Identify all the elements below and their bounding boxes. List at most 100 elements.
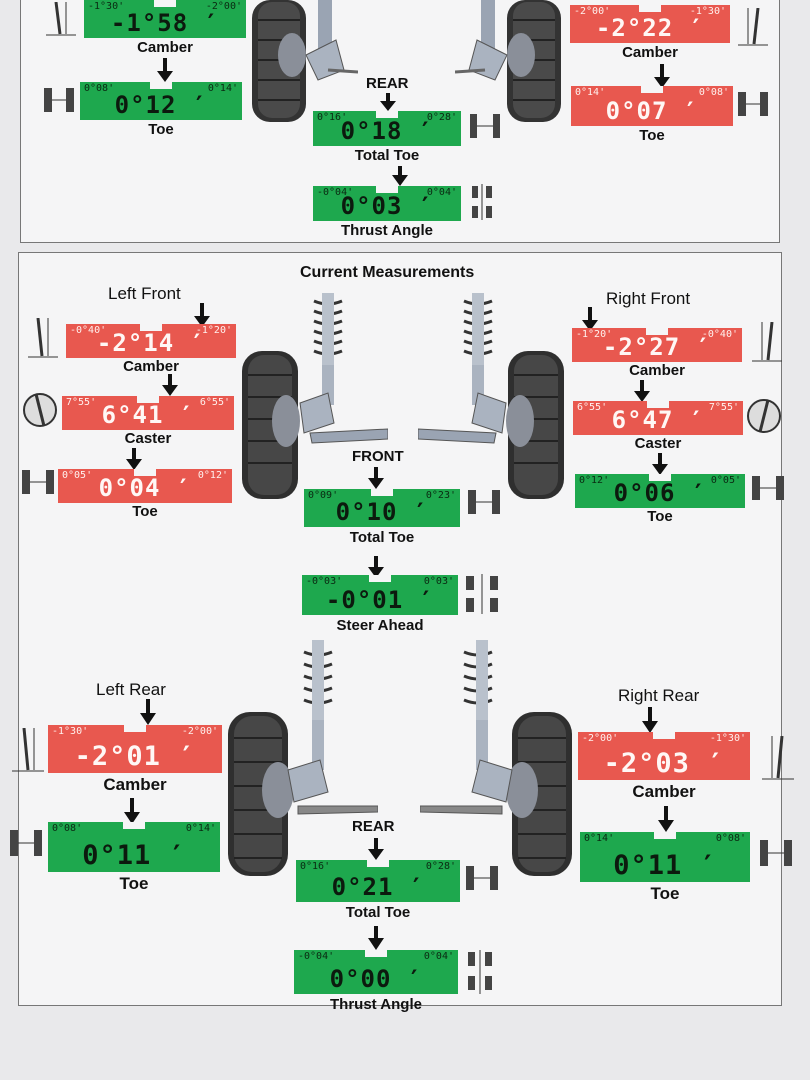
measured-value: -0°01 ′	[325, 586, 435, 614]
caster-diagram-icon	[23, 393, 57, 427]
panel-title: Current Measurements	[300, 264, 475, 281]
down-arrow-icon	[124, 448, 144, 470]
gauge-caption: Camber	[123, 358, 179, 375]
max-limit: 7°55'	[708, 402, 739, 413]
steer-ahead-gauge: -0°03' 0°03' -0°01 ′ Steer Ahead	[302, 575, 458, 634]
down-arrow-icon	[378, 93, 398, 111]
min-limit: 0°12'	[579, 475, 610, 486]
rr-toe-gauge: 0°14' 0°08' 0°11 ′ Toe	[580, 832, 750, 903]
gauge-caption: Toe	[647, 508, 673, 525]
max-limit: 0°28'	[425, 861, 456, 872]
camber-diagram-icon	[46, 2, 76, 36]
rear-total-toe-gauge: 0°16' 0°28' 0°21 ′ Total Toe	[296, 860, 460, 921]
down-arrow-icon	[366, 467, 386, 489]
min-limit: 0°14'	[575, 87, 606, 98]
max-limit: -2°00'	[205, 1, 242, 12]
right-rear-label: Right Rear	[618, 686, 700, 705]
down-arrow-icon	[138, 699, 158, 725]
gauge-caption: Steer Ahead	[336, 617, 424, 634]
down-arrow-icon	[122, 798, 142, 824]
lf-camber-gauge: -0°40' -1°20' -2°14 ′ Camber	[66, 324, 236, 375]
gauge-caption: Total Toe	[345, 904, 411, 921]
thrust-angle-diagram-icon	[472, 184, 492, 220]
down-arrow-icon	[632, 380, 652, 402]
measured-value: 6°41 ′	[101, 401, 195, 429]
right-front-label: Right Front	[606, 289, 691, 308]
total-toe-diagram-icon	[466, 866, 498, 890]
max-limit: 0°12'	[197, 470, 228, 481]
min-limit: -1°20'	[576, 329, 613, 340]
down-arrow-icon	[652, 64, 672, 88]
max-limit: 0°14'	[185, 823, 216, 834]
camber-diagram-icon	[12, 728, 44, 772]
min-limit: 0°08'	[84, 83, 115, 94]
down-arrow-icon	[390, 166, 410, 186]
lf-caster-gauge: 7°55' 6°55' 6°41 ′ Caster	[62, 396, 234, 447]
min-limit: -0°04'	[317, 187, 354, 198]
measured-value: 0°10 ′	[335, 498, 429, 526]
front-right-suspension-graphic	[418, 293, 564, 499]
max-limit: 0°04'	[423, 951, 454, 962]
camber-diagram-icon	[738, 8, 768, 46]
gauge-caption: Camber	[137, 39, 193, 56]
max-limit: -1°30'	[689, 6, 726, 17]
gauge-caption: Thrust Angle	[341, 222, 433, 239]
down-arrow-icon	[366, 556, 386, 578]
max-limit: -1°30'	[709, 733, 746, 744]
measured-value: 0°04 ′	[98, 474, 192, 502]
measured-value: 0°07 ′	[605, 97, 699, 125]
prev-right-toe-gauge: 0°14' 0°08' 0°07 ′ Toe	[571, 86, 733, 144]
measured-value: 0°12 ′	[114, 91, 208, 119]
left-front-label: Left Front	[108, 284, 181, 303]
gauge-caption: Caster	[124, 430, 172, 447]
rear-left-suspension-graphic	[252, 0, 358, 122]
rf-camber-gauge: -1°20' -0°40' -2°27 ′ Camber	[572, 328, 742, 379]
measured-value: 0°21 ′	[331, 873, 425, 901]
measured-value: -2°27 ′	[602, 333, 712, 361]
min-limit: 0°16'	[300, 861, 331, 872]
max-limit: -2°00'	[181, 726, 218, 737]
min-limit: 6°55'	[577, 402, 608, 413]
toe-diagram-icon	[760, 840, 792, 866]
gauge-caption: Caster	[634, 435, 682, 452]
max-limit: -0°40'	[701, 329, 738, 340]
max-limit: 0°28'	[426, 112, 457, 123]
min-limit: 0°14'	[584, 833, 615, 844]
measured-value: 0°11 ′	[82, 840, 186, 871]
gauge-caption: Camber	[103, 775, 167, 794]
measured-value: 6°47 ′	[611, 406, 705, 434]
front-total-toe-gauge: 0°09' 0°23' 0°10 ′ Total Toe	[304, 489, 460, 546]
min-limit: 0°05'	[62, 470, 93, 481]
gauge-caption: Total Toe	[354, 147, 420, 164]
lf-toe-gauge: 0°05' 0°12' 0°04 ′ Toe	[58, 469, 232, 520]
prev-left-toe-gauge: 0°08' 0°14' 0°12 ′ Toe	[80, 82, 242, 138]
front-left-suspension-graphic	[242, 293, 388, 499]
max-limit: 0°04'	[426, 187, 457, 198]
down-arrow-icon	[580, 307, 600, 331]
gauge-caption: Total Toe	[349, 529, 415, 546]
camber-diagram-icon	[752, 322, 782, 362]
max-limit: 0°08'	[698, 87, 729, 98]
lr-camber-gauge: -1°30' -2°00' -2°01 ′ Camber	[48, 725, 222, 794]
rf-caster-gauge: 6°55' 7°55' 6°47 ′ Caster	[573, 401, 743, 452]
min-limit: -2°00'	[582, 733, 619, 744]
gauge-caption: Camber	[632, 782, 696, 801]
min-limit: -0°40'	[70, 325, 107, 336]
prev-rear-axle-label: REAR	[366, 75, 409, 92]
toe-diagram-icon	[22, 470, 54, 494]
gauge-caption: Thrust Angle	[330, 996, 422, 1013]
rr-camber-gauge: -2°00' -1°30' -2°03 ′ Camber	[578, 732, 750, 801]
gauge-caption: Toe	[148, 121, 174, 138]
measured-value: 0°06 ′	[613, 479, 707, 507]
total-toe-diagram-icon	[468, 490, 500, 514]
down-arrow-icon	[640, 707, 660, 733]
prev-right-camber-gauge: -2°00' -1°30' -2°22 ′ Camber	[570, 5, 730, 61]
prev-thrust-angle-gauge: -0°04' 0°04' 0°03 ′ Thrust Angle	[313, 186, 461, 239]
down-arrow-icon	[366, 926, 386, 950]
gauge-caption: Toe	[650, 884, 680, 903]
measured-value: -2°22 ′	[595, 14, 705, 42]
steer-ahead-diagram-icon	[466, 574, 498, 614]
gauge-caption: Camber	[629, 362, 685, 379]
camber-diagram-icon	[28, 318, 58, 358]
prev-total-toe-gauge: 0°16' 0°28' 0°18 ′ Total Toe	[313, 111, 461, 164]
